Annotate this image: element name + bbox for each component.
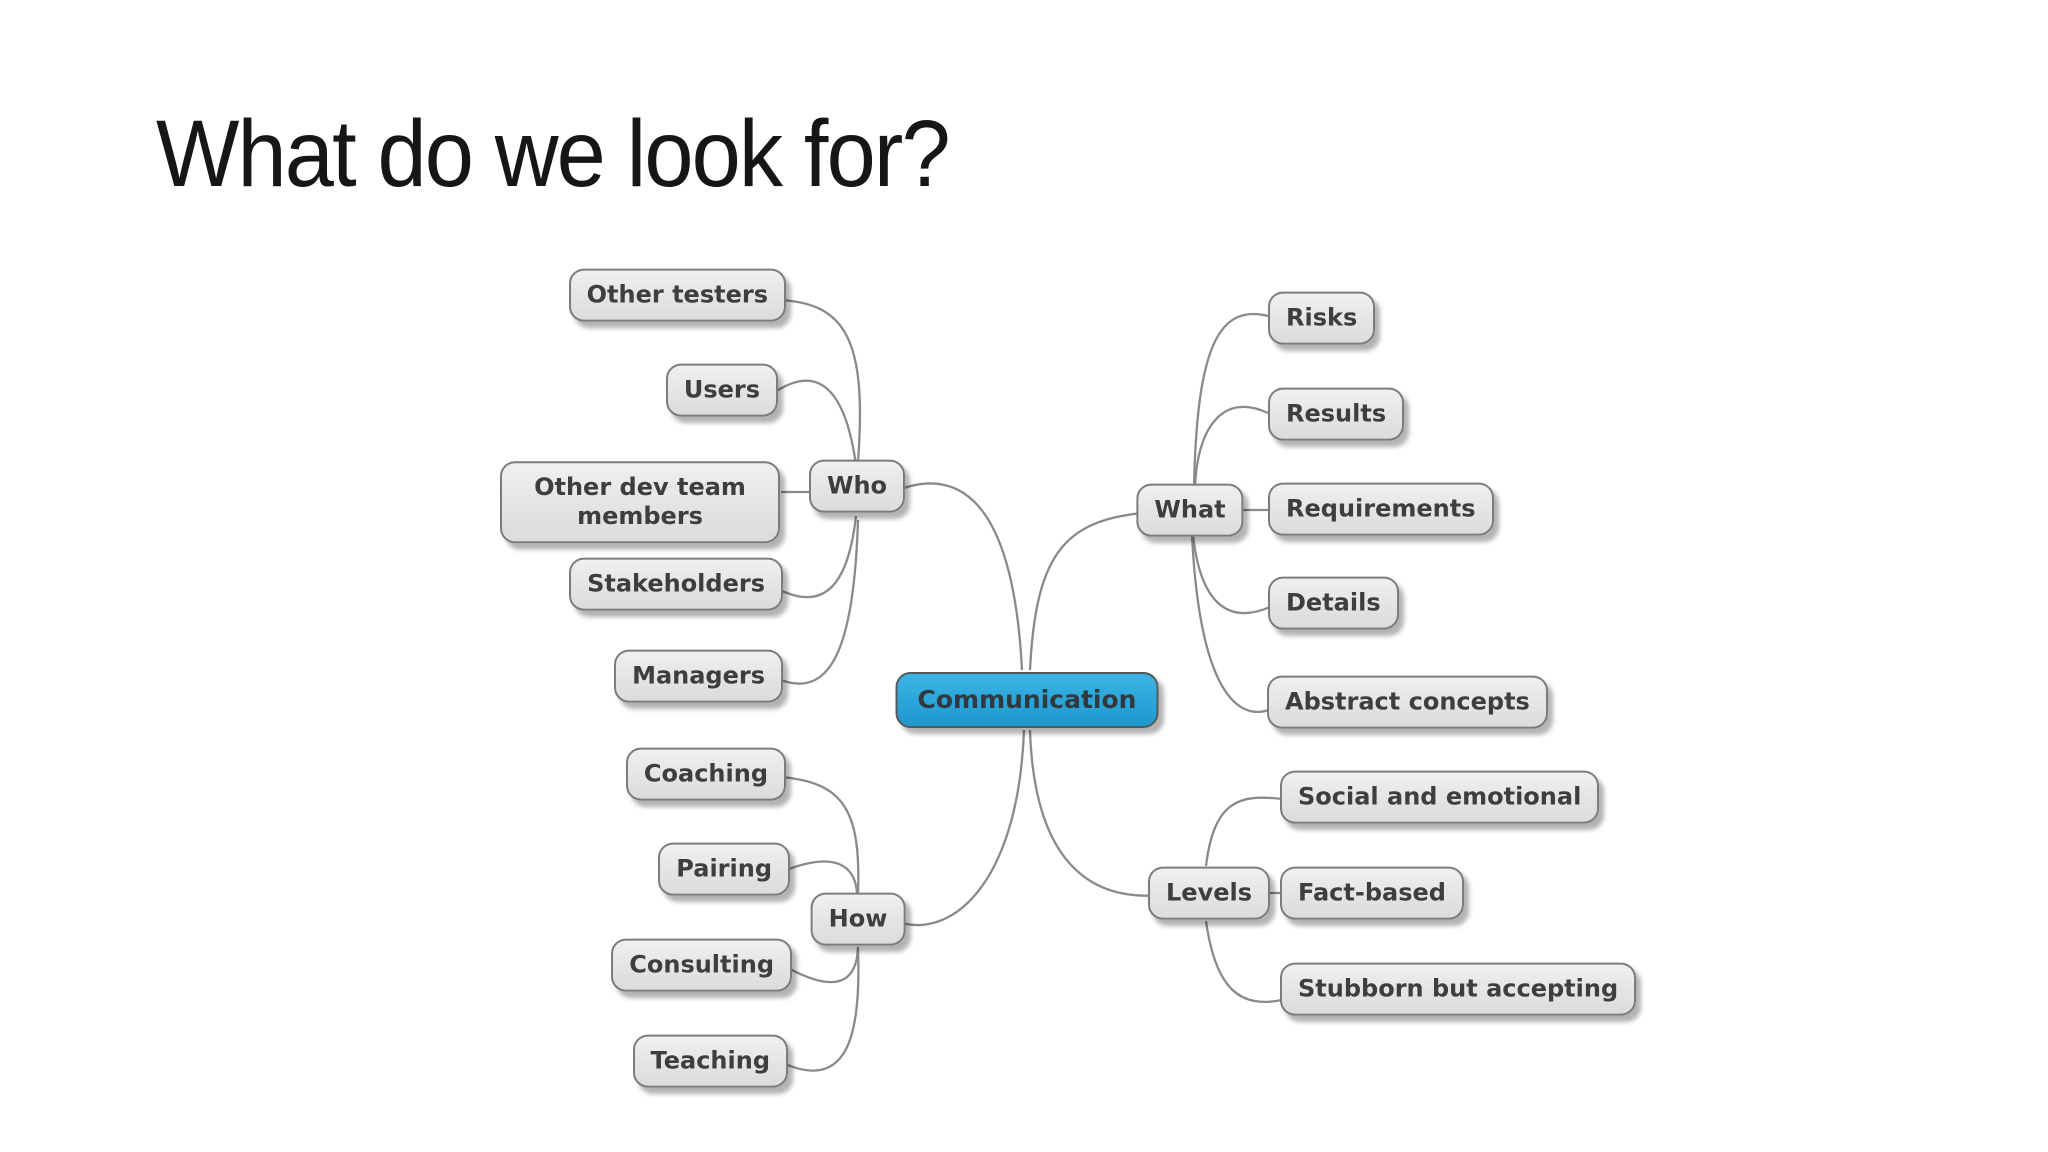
node-levels: Levels: [1147, 866, 1271, 920]
node-what: What: [1136, 483, 1244, 537]
node-other-testers: Other testers: [568, 268, 786, 322]
slide-title: What do we look for?: [156, 101, 951, 207]
edge-communication-how: [892, 729, 1026, 927]
edge-how-consulting: [787, 946, 860, 984]
edge-what-abstract-concepts: [1190, 534, 1270, 713]
node-stakeholders: Stakeholders: [569, 557, 783, 611]
node-users: Users: [665, 363, 778, 417]
node-risks: Risks: [1268, 291, 1376, 345]
edge-what-results: [1193, 405, 1269, 487]
node-coaching: Coaching: [625, 747, 786, 801]
node-abstract-concepts: Abstract concepts: [1267, 675, 1548, 729]
edge-who-stakeholders: [777, 515, 858, 599]
node-requirements: Requirements: [1268, 482, 1494, 536]
node-who: Who: [808, 459, 906, 513]
edge-who-other-testers: [778, 298, 862, 463]
node-how: How: [810, 892, 906, 946]
node-communication-root: Communication: [895, 672, 1159, 728]
edge-what-risks: [1192, 312, 1269, 487]
node-results: Results: [1268, 387, 1405, 441]
node-consulting: Consulting: [611, 938, 792, 992]
node-fact-based: Fact-based: [1280, 866, 1464, 920]
edge-communication-levels: [1028, 729, 1171, 897]
edge-who-users: [774, 379, 858, 466]
edge-how-teaching: [782, 948, 860, 1072]
edge-levels-stubborn-but-accepting: [1204, 920, 1283, 1004]
edge-how-coaching: [779, 775, 860, 895]
node-managers: Managers: [614, 649, 783, 703]
node-other-dev-team-members: Other dev team members: [500, 461, 780, 543]
node-pairing: Pairing: [658, 842, 790, 896]
edge-levels-social-and-emotional: [1204, 796, 1283, 867]
node-details: Details: [1268, 576, 1399, 630]
edge-what-details: [1191, 534, 1271, 615]
node-stubborn-but-accepting: Stubborn but accepting: [1280, 962, 1637, 1016]
edge-how-pairing: [785, 860, 859, 894]
node-teaching: Teaching: [632, 1034, 788, 1088]
edge-communication-who: [892, 482, 1024, 671]
node-social-and-emotional: Social and emotional: [1280, 770, 1600, 824]
edge-who-managers: [775, 519, 860, 685]
edge-communication-what: [1028, 510, 1155, 671]
